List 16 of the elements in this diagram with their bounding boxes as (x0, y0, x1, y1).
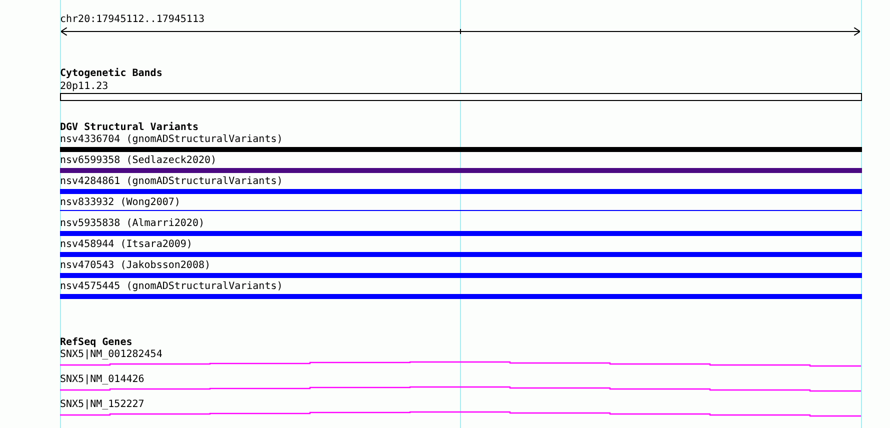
feature-label: SNX5|NM_014426 (60, 374, 144, 386)
feature-label: nsv4575445 (gnomADStructuralVariants) (60, 281, 283, 293)
track-title: RefSeq Genes (60, 337, 132, 349)
feature-label: nsv5935838 (Almarri2020) (60, 218, 204, 230)
feature-label: 20p11.23 (60, 81, 108, 93)
feature-label: nsv6599358 (Sedlazeck2020) (60, 155, 217, 167)
feature-label: SNX5|NM_152227 (60, 399, 144, 411)
feature-label: SNX5|NM_001282454 (60, 349, 162, 361)
feature-label: nsv4284861 (gnomADStructuralVariants) (60, 176, 283, 188)
feature-label: nsv833932 (Wong2007) (60, 197, 180, 209)
track-title: DGV Structural Variants (60, 122, 198, 134)
feature-label: nsv4336704 (gnomADStructuralVariants) (60, 134, 283, 146)
feature-label: nsv458944 (Itsara2009) (60, 239, 192, 251)
coordinate-label: chr20:17945112..17945113 (60, 14, 204, 26)
track-title: Cytogenetic Bands (60, 68, 162, 80)
feature-label: nsv470543 (Jakobsson2008) (60, 260, 211, 272)
